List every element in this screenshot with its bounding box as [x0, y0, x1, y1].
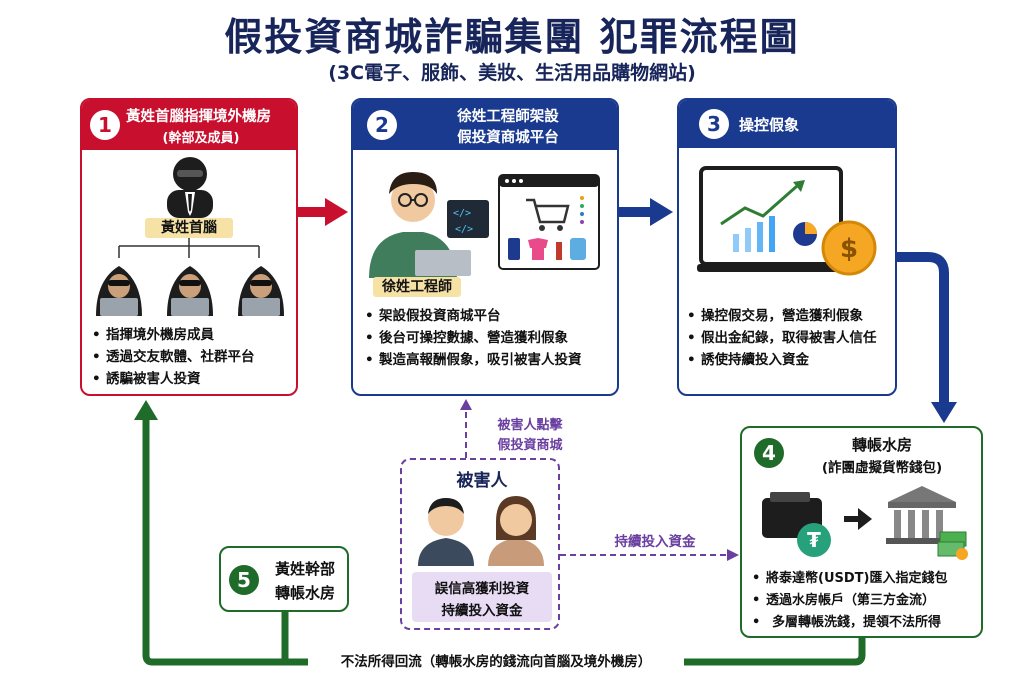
page-title: 假投資商城詐騙集團 犯罪流程圖: [224, 15, 800, 59]
bullet-item: 操控假交易，營造獲利假象: [685, 305, 895, 327]
step-1-box: 1 黃姓首腦指揮境外機房 (幹部及成員) 黃姓首腦 指揮境外機房成員: [80, 98, 298, 396]
return-flow-label: 不法所得回流（轉帳水房的錢流向首腦及境外機房）: [308, 650, 684, 670]
step-5-number: 5: [229, 565, 259, 595]
victims-figure-icon: [418, 496, 544, 566]
step-1-number: 1: [90, 110, 120, 140]
arrow-1-to-2: [297, 198, 348, 226]
step-4-subtitle: (詐團虛擬貨幣錢包): [821, 460, 943, 476]
step-3-box: 3 操控假象 $ 操控假交易，營造獲利假象 假出金紀錄，取得被害人信任 誘使持續…: [677, 98, 897, 396]
org-tree-lines: [118, 238, 260, 258]
arrow-3-to-4: [895, 252, 957, 423]
victim-caption-line2: 持續投入資金: [441, 603, 523, 619]
member-hacker-icon: [96, 266, 142, 316]
rising-chart-laptop-icon: $: [697, 166, 877, 276]
bullet-item: 將泰達幣(USDT)匯入指定錢包: [750, 568, 981, 590]
step-1-bullets: 指揮境外機房成員 透過交友軟體、社群平台 誘騙被害人投資: [90, 324, 296, 390]
victim-caption: 誤信高獲利投資 持續投入資金: [412, 572, 552, 622]
step-2-title-line2: 假投資商城平台: [457, 130, 559, 146]
step-5-box: 5 黃姓幹部 轉帳水房: [219, 546, 349, 612]
step-2-bullets: 架設假投資商城平台 後台可操控數據、營造獲利假象 製造高報酬假象，吸引被害人投資: [363, 305, 613, 371]
step-5-line1: 黃姓幹部: [274, 560, 335, 578]
victim-caption-line1: 誤信高獲利投資: [434, 581, 530, 597]
bullet-item: 透過交友軟體、社群平台: [90, 346, 296, 368]
step-4-number: 4: [754, 438, 784, 468]
step-4-box: 4 轉帳水房 (詐團虛擬貨幣錢包) ₮ 將泰達幣(USDT)匯入指定錢包 透過水…: [740, 426, 983, 638]
arrow-2-to-3: [618, 198, 673, 226]
bullet-item: 後台可操控數據、營造獲利假象: [363, 327, 613, 349]
boss-figure-icon: [167, 157, 213, 218]
step-5-line2: 轉帳水房: [274, 584, 335, 602]
step-3-bullets: 操控假交易，營造獲利假象 假出金紀錄，取得被害人信任 誘使持續投入資金: [685, 305, 895, 371]
step-2-title-line1: 徐姓工程師架設: [457, 109, 559, 125]
step-1-subtitle: (幹部及成員): [162, 131, 240, 146]
victim-title: 被害人: [456, 471, 508, 491]
svg-text:₮: ₮: [807, 528, 821, 552]
bullet-item: 製造高報酬假象，吸引被害人投資: [363, 349, 613, 371]
step-3-header: 3 操控假象: [679, 100, 895, 148]
click-label-line2: 假投資商城: [480, 434, 580, 453]
victim-box: 被害人 誤信高獲利投資 持續投入資金: [400, 458, 560, 630]
svg-text:</>: </>: [453, 208, 471, 219]
page-subtitle: (3C電子、服飾、美妝、生活用品購物網站): [328, 62, 696, 84]
shop-website-icon: [498, 174, 600, 270]
engineer-label: 徐姓工程師: [373, 277, 461, 297]
step-3-title: 操控假象: [739, 116, 800, 134]
bullet-item: 誘騙被害人投資: [90, 368, 296, 390]
engineer-figure-icon: </> </>: [369, 172, 489, 278]
svg-text:</>: </>: [455, 224, 473, 235]
step-2-number: 2: [367, 110, 397, 140]
svg-text:$: $: [840, 234, 858, 264]
click-label-line1: 被害人點擊: [480, 414, 580, 433]
step-2-header: 2 徐姓工程師架設 假投資商城平台: [353, 100, 617, 150]
arrow-victim-to-4: [560, 549, 739, 561]
bullet-item: 多層轉帳洗錢，提領不法所得: [750, 612, 981, 634]
step-4-title: 轉帳水房: [851, 436, 912, 454]
step-1-header: 1 黃姓首腦指揮境外機房 (幹部及成員): [82, 100, 296, 150]
member-hacker-icon: [167, 266, 213, 316]
step-2-box: 2 徐姓工程師架設 假投資商城平台 </> </> 徐姓工程師 架設假投資商城平…: [351, 98, 619, 396]
bullet-item: 透過水房帳戶（第三方金流）: [750, 590, 981, 612]
step-1-title: 黃姓首腦指揮境外機房: [126, 109, 271, 125]
step-3-number: 3: [699, 109, 729, 139]
bullet-item: 指揮境外機房成員: [90, 324, 296, 346]
invest-label: 持續投入資金: [600, 530, 710, 550]
arrow-victim-to-2: [460, 399, 472, 458]
boss-label: 黃姓首腦: [145, 218, 233, 238]
bullet-item: 假出金紀錄，取得被害人信任: [685, 327, 895, 349]
bullet-item: 架設假投資商城平台: [363, 305, 613, 327]
bullet-item: 誘使持續投入資金: [685, 349, 895, 371]
wallet-to-bank-icon: ₮: [762, 486, 968, 560]
step-4-bullets: 將泰達幣(USDT)匯入指定錢包 透過水房帳戶（第三方金流） 多層轉帳洗錢，提領…: [750, 568, 981, 634]
member-hacker-icon: [238, 266, 284, 316]
